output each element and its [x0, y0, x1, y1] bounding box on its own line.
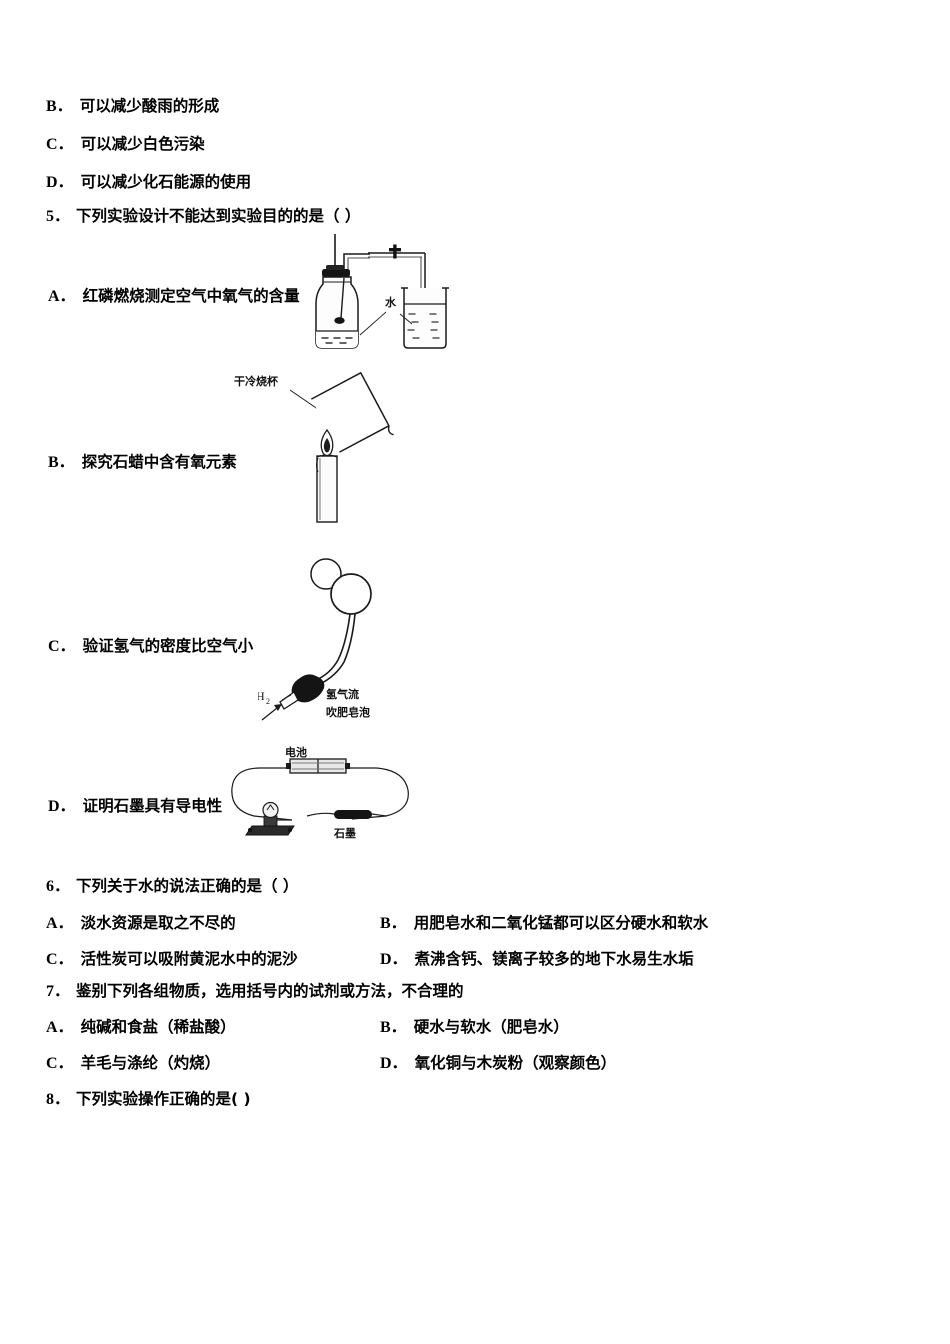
question-stem: 下列关于水的说法正确的是（ ）: [76, 877, 299, 895]
figure-red-phosphorus-apparatus: 水: [300, 232, 460, 357]
option-text: 可以减少化石能源的使用: [80, 173, 252, 191]
figure-label-hydrogen-subscript: 2: [266, 697, 270, 706]
option-text: 煮沸含钙、镁离子较多的地下水易生水垢: [414, 950, 694, 968]
option-letter: D．: [380, 951, 408, 968]
option-text: 氧化铜与木炭粉（观察颜色）: [414, 1054, 617, 1072]
option-text: 可以减少白色污染: [80, 135, 205, 153]
option-row-q7-c: C． 羊毛与涤纶（灼烧）: [46, 1049, 220, 1073]
figure-label-hydrogen: H: [258, 689, 265, 703]
question-number: 5．: [46, 208, 71, 225]
option-letter: C．: [48, 638, 76, 655]
option-row-q7-a: A． 纯碱和食盐（稀盐酸）: [46, 1013, 236, 1037]
question-number: 6．: [46, 878, 71, 895]
option-letter: A．: [46, 1019, 74, 1036]
option-text: 可以减少酸雨的形成: [79, 97, 220, 115]
option-text: 红磷燃烧测定空气中氧气的含量: [82, 287, 300, 305]
figure-hydrogen-soap-bubbles: H 2 氢气流 吹肥皂泡: [258, 552, 448, 722]
figure-label-hydrogen-stream: 氢气流: [326, 687, 359, 701]
option-text: 探究石蜡中含有氧元素: [81, 453, 237, 471]
question-6-stem-row: 6． 下列关于水的说法正确的是（ ）: [46, 872, 298, 896]
option-row-q6-b: B． 用肥皂水和二氧化锰都可以区分硬水和软水: [380, 909, 708, 933]
figure-candle-cold-beaker: 干冷烧杯: [232, 368, 432, 523]
figure-label-battery: 电池: [285, 745, 307, 759]
option-row-q4-b: B． 可以减少酸雨的形成: [46, 92, 219, 116]
figure-label-blow-soap-bubble: 吹肥皂泡: [326, 705, 370, 719]
option-text: 羊毛与涤纶（灼烧）: [80, 1054, 221, 1072]
option-letter: B．: [46, 98, 73, 115]
option-letter: A．: [46, 915, 74, 932]
option-letter: A．: [48, 288, 76, 305]
option-letter: D．: [380, 1055, 408, 1072]
question-7-stem-row: 7． 鉴别下列各组物质，选用括号内的试剂或方法，不合理的: [46, 977, 464, 1001]
option-row-q4-c: C． 可以减少白色污染: [46, 130, 205, 154]
option-row-q7-d: D． 氧化铜与木炭粉（观察颜色）: [380, 1049, 616, 1073]
question-number: 8．: [46, 1091, 71, 1108]
option-row-q4-d: D． 可以减少化石能源的使用: [46, 168, 251, 192]
option-letter: B．: [48, 454, 75, 471]
figure-label-water: 水: [385, 295, 397, 309]
question-stem: 下列实验操作正确的是( ): [76, 1090, 251, 1108]
option-row-q5-b: B． 探究石蜡中含有氧元素: [48, 448, 237, 472]
option-text: 活性炭可以吸附黄泥水中的泥沙: [80, 950, 298, 968]
question-5-stem-row: 5． 下列实验设计不能达到实验目的的是（ ）: [46, 202, 360, 226]
question-8-stem-row: 8． 下列实验操作正确的是( ): [46, 1085, 251, 1109]
option-letter: B．: [380, 915, 407, 932]
option-row-q6-c: C． 活性炭可以吸附黄泥水中的泥沙: [46, 945, 298, 969]
option-letter: D．: [48, 798, 76, 815]
option-letter: D．: [46, 174, 74, 191]
pinch-clamp-icon: [389, 244, 401, 259]
option-letter: B．: [380, 1019, 407, 1036]
option-row-q5-d: D． 证明石墨具有导电性: [48, 792, 222, 816]
figure-graphite-conductivity-circuit: 电池 石墨: [222, 742, 442, 842]
option-row-q7-b: B． 硬水与软水（肥皂水）: [380, 1013, 569, 1037]
option-row-q6-a: A． 淡水资源是取之不尽的: [46, 909, 236, 933]
figure-label-graphite: 石墨: [333, 827, 356, 840]
option-letter: C．: [46, 136, 74, 153]
option-text: 验证氢气的密度比空气小: [82, 637, 254, 655]
option-text: 用肥皂水和二氧化锰都可以区分硬水和软水: [413, 914, 709, 932]
option-letter: C．: [46, 951, 74, 968]
option-row-q5-a: A． 红磷燃烧测定空气中氧气的含量: [48, 282, 300, 306]
question-number: 7．: [46, 983, 71, 1000]
option-letter: C．: [46, 1055, 74, 1072]
option-row-q6-d: D． 煮沸含钙、镁离子较多的地下水易生水垢: [380, 945, 694, 969]
option-text: 硬水与软水（肥皂水）: [413, 1018, 569, 1036]
option-row-q5-c: C． 验证氢气的密度比空气小: [48, 632, 253, 656]
option-text: 纯碱和食盐（稀盐酸）: [80, 1018, 236, 1036]
option-text: 证明石墨具有导电性: [82, 797, 223, 815]
question-stem: 下列实验设计不能达到实验目的的是（ ）: [76, 207, 361, 225]
option-text: 淡水资源是取之不尽的: [80, 914, 236, 932]
figure-label-dry-cold-beaker: 干冷烧杯: [234, 374, 279, 388]
question-stem: 鉴别下列各组物质，选用括号内的试剂或方法，不合理的: [76, 982, 464, 1000]
